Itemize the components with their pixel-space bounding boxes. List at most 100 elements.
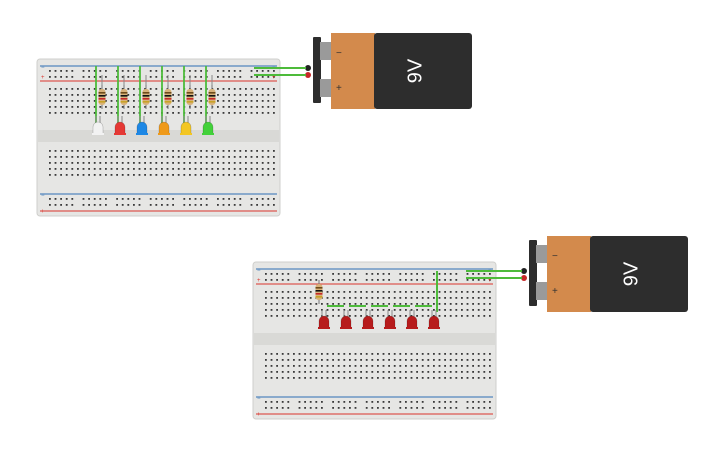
breadboard-hole[interactable] (194, 70, 197, 72)
breadboard-hole[interactable] (388, 359, 390, 361)
breadboard-hole[interactable] (304, 279, 306, 281)
breadboard-hole[interactable] (222, 88, 225, 90)
breadboard-hole[interactable] (161, 174, 163, 176)
resistor[interactable] (164, 85, 172, 109)
breadboard-hole[interactable] (166, 156, 169, 158)
breadboard-hole[interactable] (161, 198, 163, 200)
breadboard-hole[interactable] (354, 291, 357, 293)
breadboard-hole[interactable] (60, 106, 62, 108)
breadboard-hole[interactable] (427, 371, 430, 373)
breadboard-hole[interactable] (349, 315, 351, 317)
breadboard-hole[interactable] (360, 377, 362, 379)
breadboard-hole[interactable] (138, 168, 141, 170)
breadboard-hole[interactable] (449, 353, 452, 355)
breadboard-hole[interactable] (265, 353, 267, 355)
breadboard-hole[interactable] (343, 407, 346, 409)
breadboard-hole[interactable] (461, 365, 463, 367)
breadboard-hole[interactable] (276, 353, 278, 355)
breadboard-hole[interactable] (388, 365, 390, 367)
breadboard-hole[interactable] (245, 106, 247, 108)
breadboard-hole[interactable] (444, 353, 446, 355)
breadboard-hole[interactable] (261, 174, 264, 176)
breadboard-hole[interactable] (365, 273, 368, 275)
breadboard-hole[interactable] (298, 401, 301, 403)
breadboard-hole[interactable] (228, 198, 230, 200)
breadboard-hole[interactable] (326, 303, 329, 305)
breadboard-hole[interactable] (399, 365, 402, 367)
breadboard-hole[interactable] (270, 303, 273, 305)
breadboard-hole[interactable] (250, 70, 253, 72)
breadboard-hole[interactable] (489, 401, 491, 403)
breadboard-hole[interactable] (133, 156, 135, 158)
breadboard-hole[interactable] (472, 359, 474, 361)
breadboard-hole[interactable] (315, 353, 318, 355)
breadboard-hole[interactable] (270, 407, 273, 409)
breadboard-hole[interactable] (177, 106, 180, 108)
led[interactable] (406, 310, 418, 329)
breadboard-hole[interactable] (354, 297, 357, 299)
breadboard-hole[interactable] (127, 156, 130, 158)
breadboard-hole[interactable] (427, 377, 430, 379)
breadboard-hole[interactable] (309, 407, 312, 409)
breadboard-hole[interactable] (466, 303, 469, 305)
breadboard-hole[interactable] (250, 88, 253, 90)
breadboard-hole[interactable] (399, 303, 402, 305)
breadboard-hole[interactable] (405, 309, 407, 311)
breadboard-hole[interactable] (105, 174, 107, 176)
breadboard-hole[interactable] (222, 100, 225, 102)
breadboard-hole[interactable] (321, 401, 323, 403)
breadboard-hole[interactable] (433, 359, 435, 361)
breadboard-hole[interactable] (256, 174, 258, 176)
breadboard-hole[interactable] (71, 106, 74, 108)
breadboard-hole[interactable] (354, 371, 357, 373)
breadboard-hole[interactable] (245, 168, 247, 170)
breadboard-hole[interactable] (233, 94, 236, 96)
breadboard-hole[interactable] (360, 315, 362, 317)
breadboard-hole[interactable] (172, 88, 174, 90)
breadboard-hole[interactable] (88, 174, 90, 176)
breadboard-hole[interactable] (438, 407, 441, 409)
breadboard-hole[interactable] (270, 297, 273, 299)
breadboard-hole[interactable] (194, 162, 197, 164)
breadboard-hole[interactable] (393, 303, 396, 305)
breadboard-hole[interactable] (222, 198, 225, 200)
breadboard-hole[interactable] (60, 156, 62, 158)
breadboard-hole[interactable] (138, 156, 141, 158)
breadboard-hole[interactable] (54, 156, 57, 158)
breadboard-hole[interactable] (205, 168, 208, 170)
breadboard-hole[interactable] (399, 371, 402, 373)
breadboard-hole[interactable] (461, 353, 463, 355)
breadboard-hole[interactable] (393, 353, 396, 355)
breadboard-hole[interactable] (256, 150, 258, 152)
breadboard-hole[interactable] (110, 112, 113, 114)
breadboard-hole[interactable] (82, 204, 85, 206)
breadboard-hole[interactable] (270, 371, 273, 373)
breadboard-hole[interactable] (155, 70, 158, 72)
breadboard-hole[interactable] (205, 150, 208, 152)
breadboard-hole[interactable] (371, 273, 374, 275)
breadboard-hole[interactable] (410, 359, 413, 361)
breadboard-hole[interactable] (449, 359, 452, 361)
breadboard-hole[interactable] (421, 371, 424, 373)
breadboard-hole[interactable] (405, 365, 407, 367)
breadboard-hole[interactable] (321, 371, 323, 373)
breadboard-hole[interactable] (399, 401, 402, 403)
breadboard-hole[interactable] (304, 401, 306, 403)
breadboard-hole[interactable] (276, 315, 278, 317)
leds[interactable] (318, 310, 440, 329)
breadboard-hole[interactable] (217, 100, 219, 102)
breadboard-hole[interactable] (349, 365, 351, 367)
breadboard-hole[interactable] (276, 303, 278, 305)
breadboard-hole[interactable] (121, 156, 124, 158)
breadboard-hole[interactable] (93, 168, 96, 170)
breadboard-hole[interactable] (270, 291, 273, 293)
breadboard-hole[interactable] (421, 273, 424, 275)
breadboard-hole[interactable] (93, 204, 96, 206)
breadboard-hole[interactable] (116, 204, 118, 206)
breadboard-hole[interactable] (444, 365, 446, 367)
breadboard-hole[interactable] (455, 353, 458, 355)
breadboard-hole[interactable] (321, 309, 323, 311)
breadboard-hole[interactable] (82, 88, 85, 90)
breadboard-hole[interactable] (239, 198, 242, 200)
breadboard-hole[interactable] (405, 353, 407, 355)
